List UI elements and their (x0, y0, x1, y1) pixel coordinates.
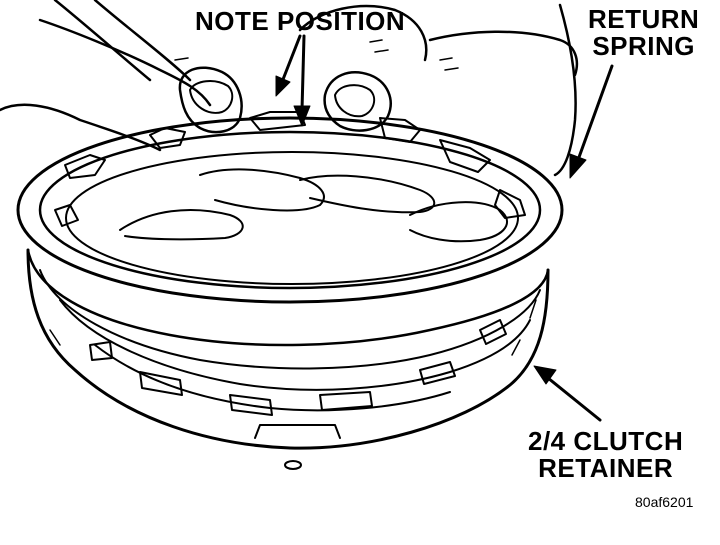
hands-illustration (0, 0, 579, 243)
return-spring-label-line2: SPRING (592, 31, 696, 62)
leader-arrows (275, 34, 614, 422)
note-position-label: NOTE POSITION (195, 6, 406, 36)
return-spring-label: RETURN SPRING (588, 4, 700, 62)
clutch-retainer (26, 248, 550, 470)
clutch-retainer-label: 2/4 CLUTCH RETAINER (528, 426, 684, 484)
clutch-retainer-label-line1: 2/4 CLUTCH (528, 426, 684, 456)
figure-id: 80af6201 (635, 494, 694, 510)
clutch-retainer-label-line2: RETAINER (538, 453, 674, 484)
return-spring (16, 111, 564, 304)
return-spring-label-line1: RETURN (588, 4, 700, 34)
